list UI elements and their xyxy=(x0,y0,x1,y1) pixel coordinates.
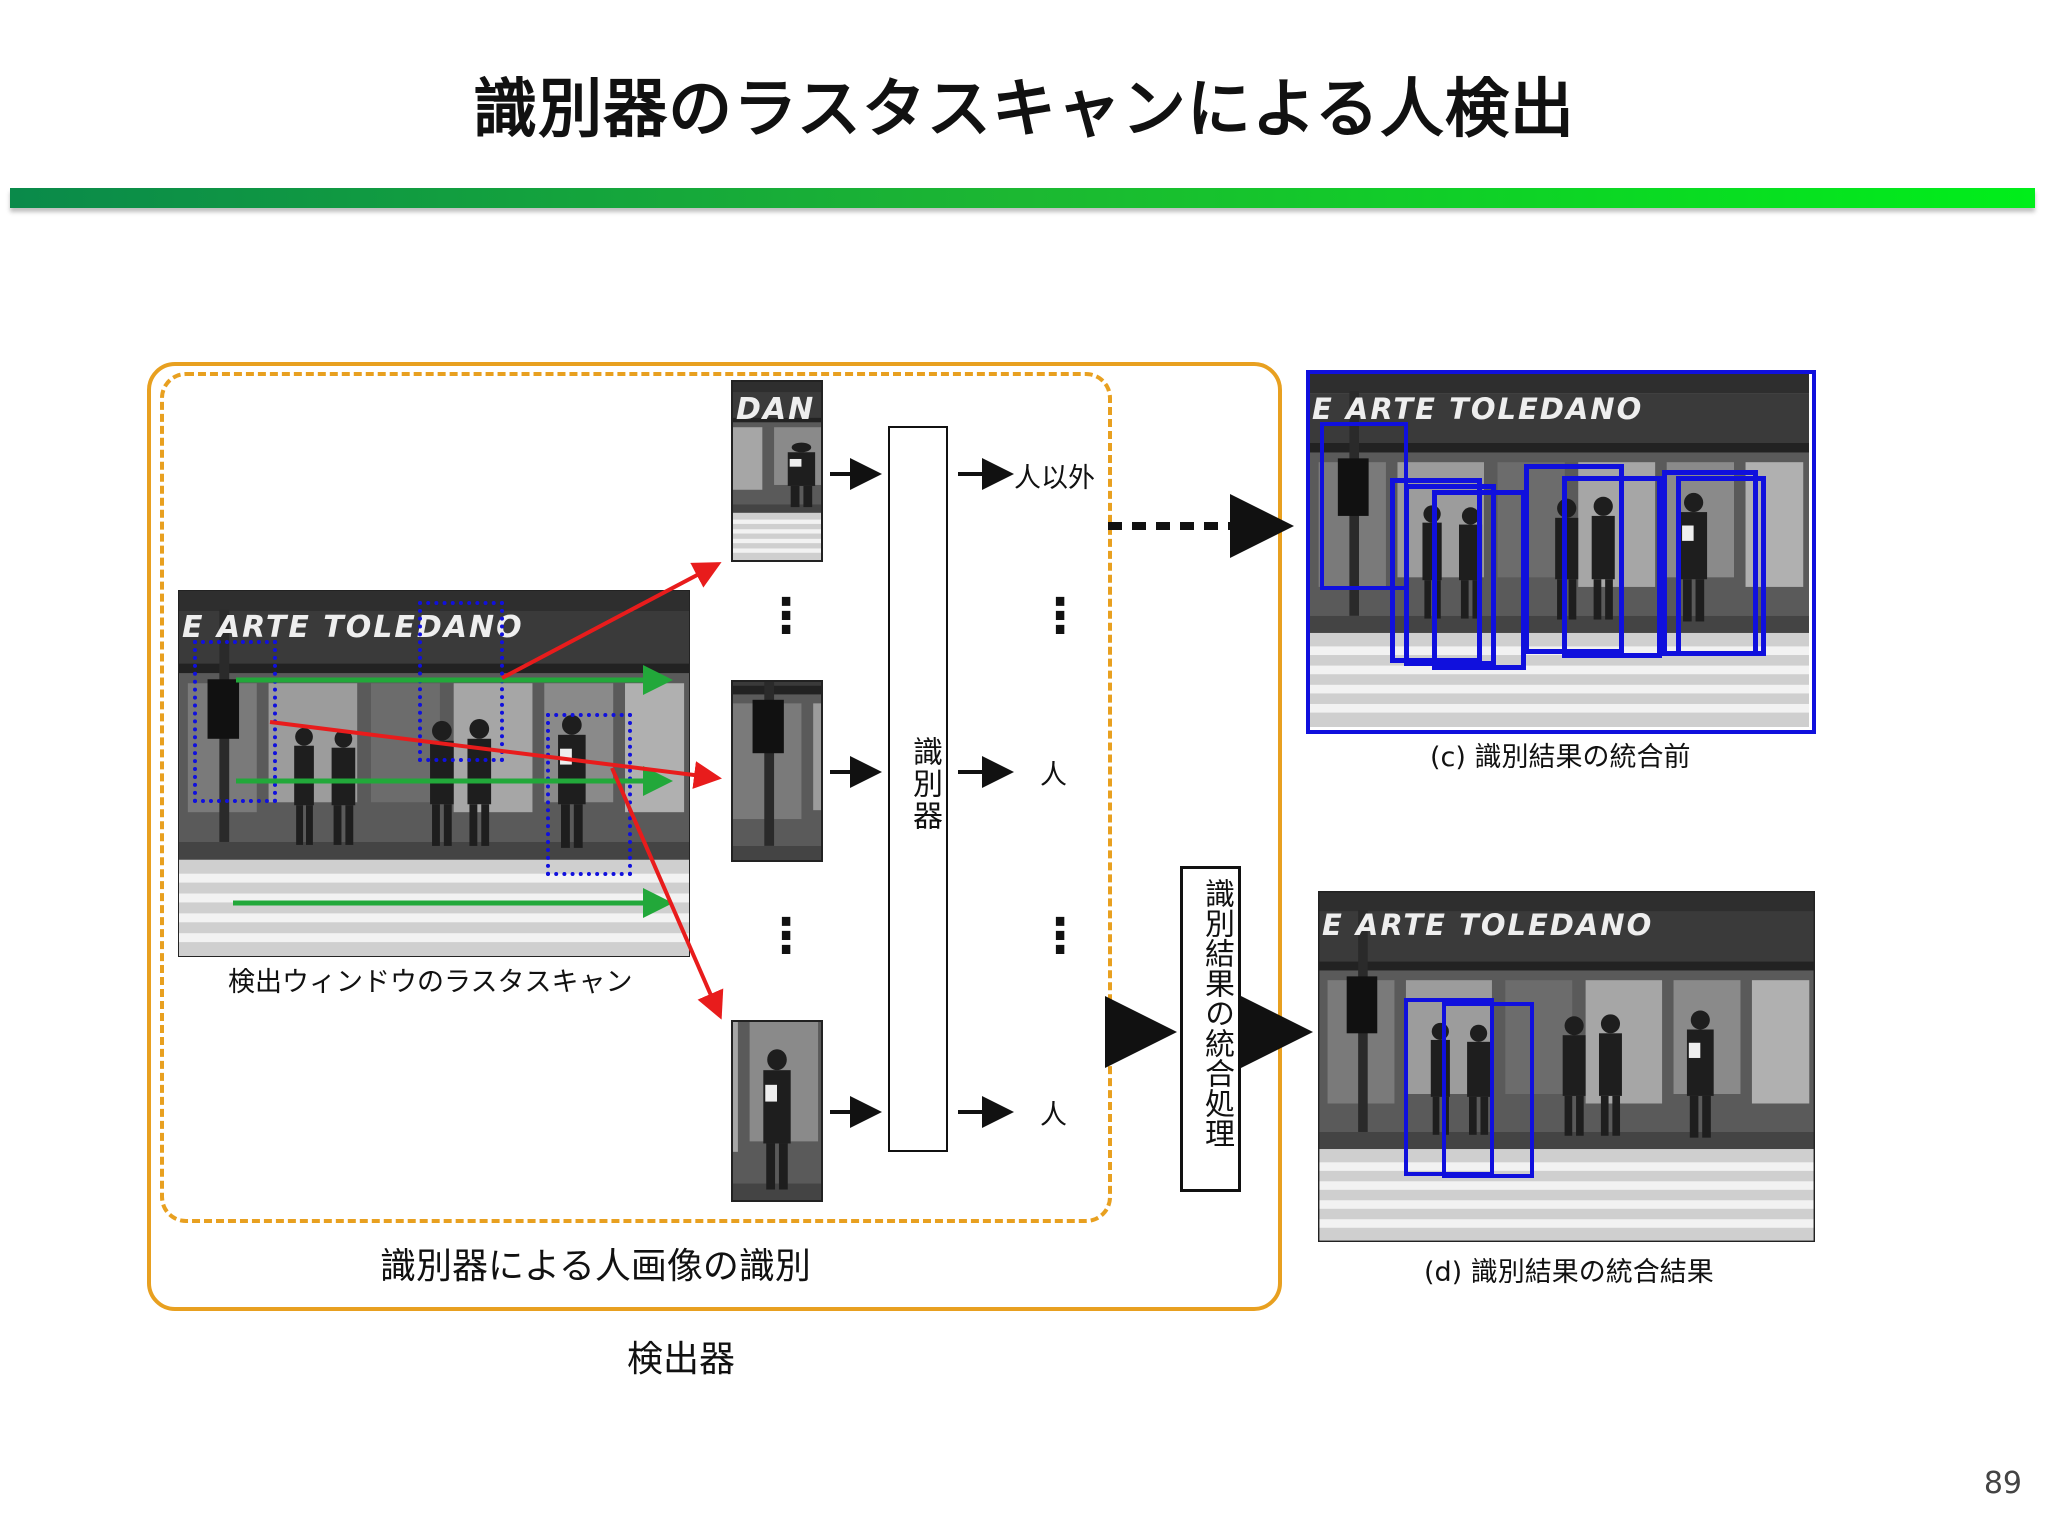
integration-label: 識別結果の統合処理 xyxy=(1199,878,1234,1148)
classification-frame xyxy=(160,372,1112,1223)
detection-box xyxy=(1404,484,1496,666)
output-label-middle: 人 xyxy=(1040,760,1067,791)
output-ellipsis: ⋮ xyxy=(1036,908,1084,964)
output-ellipsis: ⋮ xyxy=(1036,588,1084,644)
detector-frame xyxy=(147,362,1282,1311)
detection-box xyxy=(1442,1002,1534,1178)
scan-window-box xyxy=(546,713,632,876)
output-label-top: 人以外 xyxy=(1014,463,1095,494)
detection-box xyxy=(1676,476,1766,656)
result-before-sign-text: E ARTE TOLEDANO xyxy=(1312,392,1644,426)
result-after-caption: (d) 識別結果の統合結果 xyxy=(1424,1257,1714,1288)
classifier-box xyxy=(888,426,948,1152)
window-crop xyxy=(731,1020,823,1202)
detection-box xyxy=(1524,464,1624,654)
title-underline-bar xyxy=(10,188,2035,208)
result-before-frame xyxy=(1306,370,1816,734)
result-before-caption: (c) 識別結果の統合前 xyxy=(1430,742,1691,773)
scan-caption: 検出ウィンドウのラスタスキャン xyxy=(228,967,633,998)
window-crop-text: DAN xyxy=(736,392,816,427)
page-number: 89 xyxy=(1983,1466,2022,1501)
detection-box xyxy=(1562,476,1662,658)
output-label-bottom: 人 xyxy=(1040,1100,1067,1131)
window-crop xyxy=(731,380,823,562)
classifier-label: 識別器 xyxy=(907,736,942,832)
scan-sign-text: E ARTE TOLEDANO xyxy=(182,610,524,645)
detection-box xyxy=(1432,490,1526,670)
classification-caption: 識別器による人画像の識別 xyxy=(380,1246,811,1287)
crop-ellipsis: ⋮ xyxy=(762,908,810,964)
result-after-sign-text: E ARTE TOLEDANO xyxy=(1322,908,1654,942)
slide-title: 識別器のラスタスキャンによる人検出 xyxy=(473,73,1575,147)
window-crop xyxy=(731,680,823,862)
crop-ellipsis: ⋮ xyxy=(762,588,810,644)
integration-box xyxy=(1180,866,1241,1192)
detector-caption: 検出器 xyxy=(627,1339,736,1380)
